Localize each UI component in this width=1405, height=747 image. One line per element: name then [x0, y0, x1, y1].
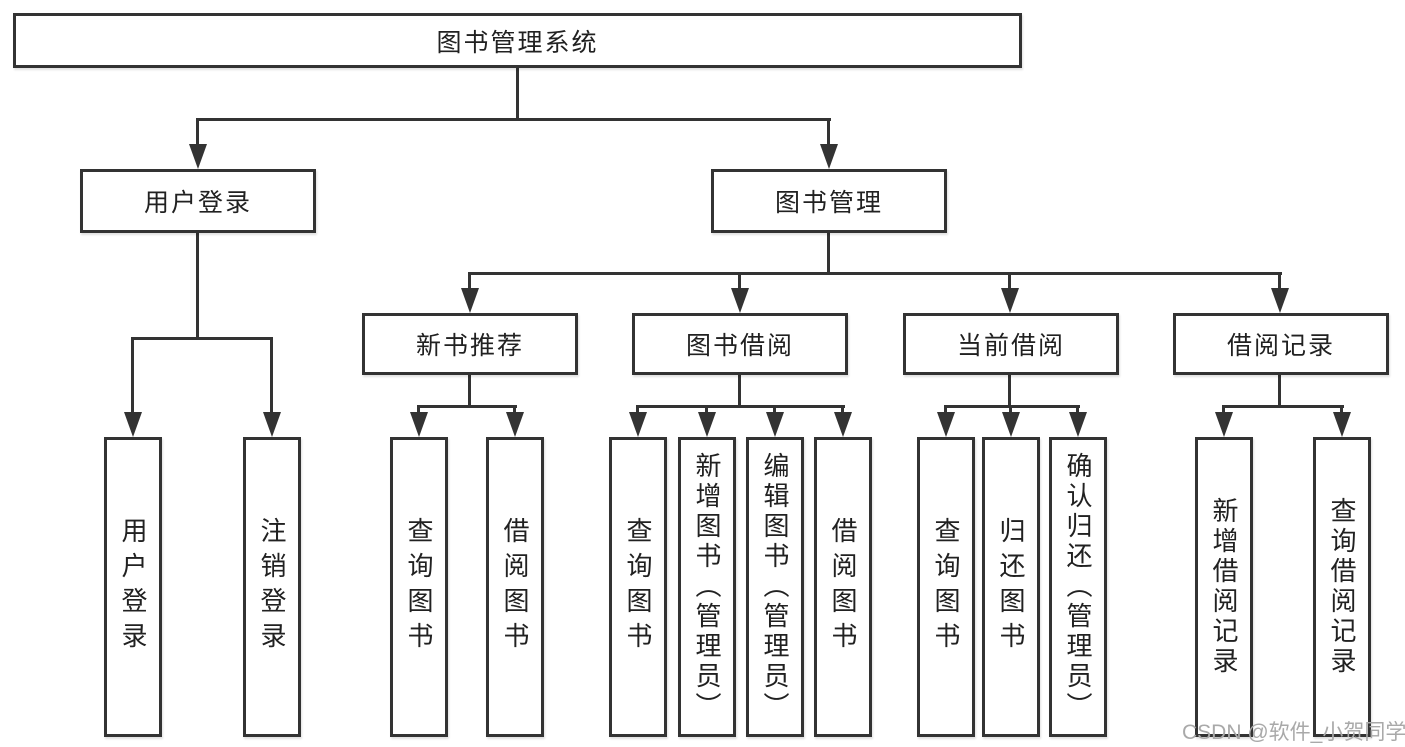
connector-borrow-record-stem [1278, 375, 1281, 406]
connector-book-borrow-split-bar [636, 405, 845, 408]
node-root-label: 图书管理系统 [436, 28, 599, 57]
connector-line-leaf [773, 405, 776, 414]
connector-borrow-record-split-bar [1222, 405, 1344, 408]
arrowhead-leaf [1069, 412, 1087, 437]
node-user-login-label: 用户登录 [143, 189, 252, 217]
leaf-logout: 注销登录 [243, 437, 301, 737]
arrowhead-book-mgmt [820, 144, 838, 169]
node-user-login: 用户登录 [80, 169, 316, 233]
leaf-user-login: 用户登录 [104, 437, 162, 737]
connector-new-book-split-bar [417, 405, 517, 408]
connector-line-leaf [417, 405, 420, 414]
leaf-edit-books-admin: 编辑图书（管理员） [746, 437, 804, 737]
leaf-borrow-books-recommend: 借阅图书 [486, 437, 544, 737]
connector-current-borrow-stem [1008, 375, 1011, 406]
connector-line-leaf [513, 405, 516, 414]
leaf-borrow-books-recommend-label: 借阅图书 [500, 517, 530, 657]
arrowhead-leaf [698, 412, 716, 437]
leaf-add-books-admin: 新增图书（管理员） [678, 437, 736, 737]
arrowhead-leaf [629, 412, 647, 437]
arrowhead-leaf-login [124, 412, 142, 437]
leaf-add-borrow-record: 新增借阅记录 [1195, 437, 1253, 737]
connector-line-leaf [636, 405, 639, 414]
connector-root-split-bar [196, 118, 831, 121]
node-new-book-recommend-label: 新书推荐 [415, 332, 524, 360]
arrowhead-user-login [189, 144, 207, 169]
node-book-mgmt: 图书管理 [711, 169, 947, 233]
arrowhead-leaf [1215, 412, 1233, 437]
connector-line-leaf [705, 405, 708, 414]
node-book-mgmt-label: 图书管理 [774, 189, 883, 217]
leaf-query-books-current: 查询图书 [917, 437, 975, 737]
arrowhead-borrow-record [1271, 288, 1289, 313]
connector-user-login-split-bar [131, 337, 273, 340]
connector-line-leaf [1222, 405, 1225, 414]
node-root: 图书管理系统 [13, 13, 1022, 68]
arrowhead-leaf-logout [263, 412, 281, 437]
leaf-query-books-borrow-label: 查询图书 [623, 517, 653, 657]
leaf-confirm-return-admin-label: 确认归还（管理员） [1063, 452, 1093, 722]
node-current-borrow-label: 当前借阅 [956, 332, 1065, 360]
arrowhead-leaf [937, 412, 955, 437]
connector-line-to-leaf-login [131, 337, 134, 413]
leaf-borrow-books: 借阅图书 [814, 437, 872, 737]
connector-line-to-new-book [468, 272, 471, 290]
node-borrow-record-label: 借阅记录 [1226, 332, 1335, 360]
leaf-query-borrow-record: 查询借阅记录 [1313, 437, 1371, 737]
connector-line-to-borrow-record [1278, 272, 1281, 290]
leaf-borrow-books-label: 借阅图书 [828, 517, 858, 657]
node-book-borrow: 图书借阅 [632, 313, 848, 375]
leaf-query-books-recommend-label: 查询图书 [404, 517, 434, 657]
node-borrow-record: 借阅记录 [1173, 313, 1389, 375]
node-book-borrow-label: 图书借阅 [685, 332, 794, 360]
leaf-add-books-admin-label: 新增图书（管理员） [692, 452, 722, 722]
connector-line-leaf [944, 405, 947, 414]
leaf-edit-books-admin-label: 编辑图书（管理员） [760, 452, 790, 722]
connector-new-book-stem [468, 375, 471, 406]
arrowhead-leaf [834, 412, 852, 437]
leaf-confirm-return-admin: 确认归还（管理员） [1049, 437, 1107, 737]
connector-line-to-book-mgmt [827, 118, 830, 146]
leaf-return-books: 归还图书 [982, 437, 1040, 737]
csdn-watermark: CSDN @软件_小贺同学 [1182, 721, 1405, 744]
arrowhead-leaf [410, 412, 428, 437]
connector-book-mgmt-split-bar [468, 272, 1282, 275]
leaf-return-books-label: 归还图书 [996, 517, 1026, 657]
connector-user-login-stem [196, 233, 199, 337]
arrowhead-leaf [766, 412, 784, 437]
arrowhead-leaf [1333, 412, 1351, 437]
node-new-book-recommend: 新书推荐 [362, 313, 578, 375]
connector-line-to-user-login [196, 118, 199, 146]
connector-line-leaf [1009, 405, 1012, 414]
leaf-query-books-borrow: 查询图书 [609, 437, 667, 737]
connector-line-to-current-borrow [1008, 272, 1011, 290]
connector-line-leaf [1340, 405, 1343, 414]
leaf-query-books-current-label: 查询图书 [931, 517, 961, 657]
connector-book-borrow-stem [738, 375, 741, 406]
connector-root-stem [516, 68, 519, 118]
connector-line-to-book-borrow [738, 272, 741, 290]
connector-line-leaf [841, 405, 844, 414]
connector-book-mgmt-stem [827, 233, 830, 272]
leaf-add-borrow-record-label: 新增借阅记录 [1209, 497, 1239, 677]
connector-line-leaf [1076, 405, 1079, 414]
arrowhead-new-book [461, 288, 479, 313]
arrowhead-book-borrow [731, 288, 749, 313]
connector-current-borrow-split-bar [944, 405, 1080, 408]
arrowhead-leaf [506, 412, 524, 437]
leaf-query-books-recommend: 查询图书 [390, 437, 448, 737]
leaf-logout-label: 注销登录 [257, 517, 287, 657]
connector-line-to-leaf-logout [270, 337, 273, 413]
leaf-user-login-label: 用户登录 [118, 517, 148, 657]
arrowhead-current-borrow [1001, 288, 1019, 313]
node-current-borrow: 当前借阅 [903, 313, 1119, 375]
leaf-query-borrow-record-label: 查询借阅记录 [1327, 497, 1357, 677]
arrowhead-leaf [1002, 412, 1020, 437]
